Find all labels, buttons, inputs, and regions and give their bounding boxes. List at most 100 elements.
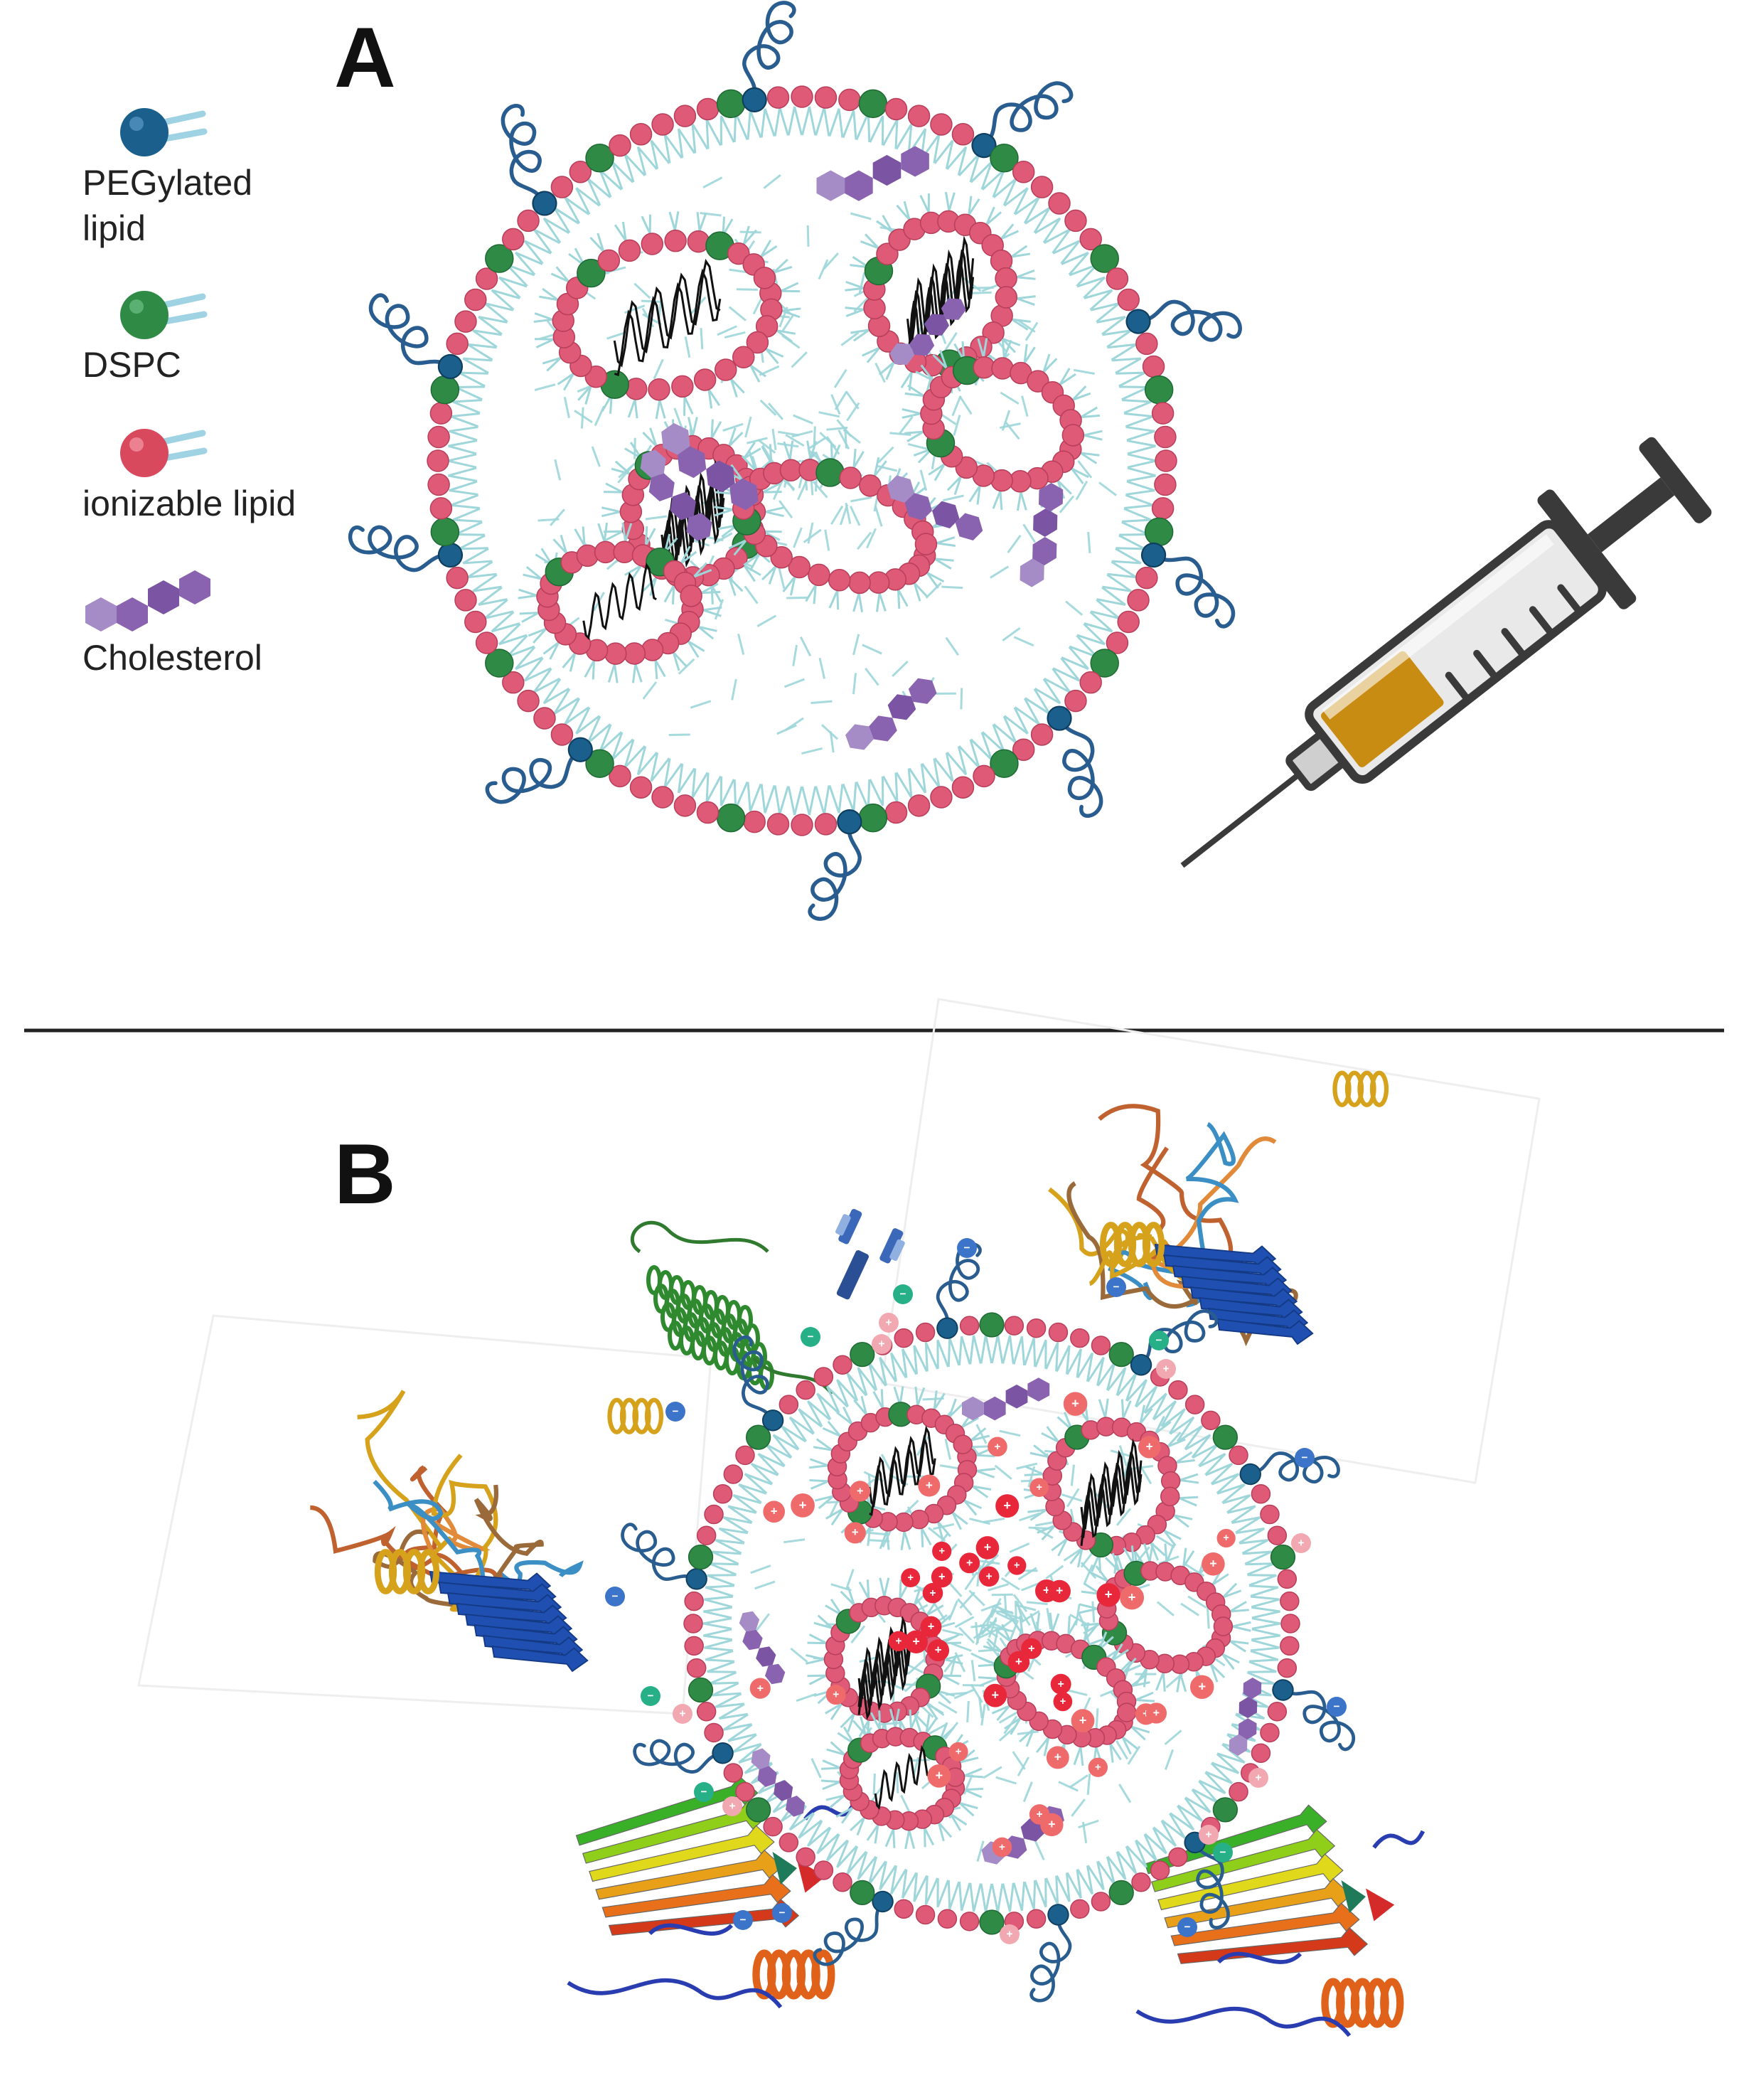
lipid-tail	[961, 1592, 975, 1608]
positive-ion-symbol: +	[938, 1570, 946, 1583]
lipid-tail	[459, 548, 488, 549]
lipid-tail	[823, 1782, 840, 1789]
lipid-tail	[1251, 1587, 1278, 1596]
negative-ion: −	[1295, 1448, 1315, 1468]
positive-ion: +	[976, 1536, 1000, 1560]
lipid-tail	[704, 1599, 732, 1607]
lipid-tail	[642, 216, 650, 233]
lipid-tail	[1179, 1498, 1197, 1505]
positive-ion: +	[927, 1639, 949, 1661]
positive-ion-symbol: +	[1206, 1828, 1212, 1840]
lipid-tail	[723, 424, 743, 430]
lipid-tail	[991, 1611, 1012, 1612]
ionizable-head	[465, 289, 486, 311]
lipid-tail	[902, 1531, 904, 1550]
dspc-head	[747, 1798, 771, 1822]
ionizable-head	[430, 498, 451, 519]
dspc-head	[1145, 376, 1173, 404]
lipid-tail	[1124, 414, 1153, 417]
dspc-head	[1109, 1343, 1133, 1367]
ionizable-head	[1229, 1446, 1248, 1464]
positive-ion-symbol: +	[1015, 1655, 1022, 1668]
lipid-tail	[948, 1880, 949, 1909]
lipid-tail	[1003, 1336, 1010, 1364]
lipid-tail	[810, 1459, 828, 1466]
lipid-tail	[737, 289, 758, 290]
positive-ion-symbol: +	[1007, 1928, 1013, 1940]
lipid-tail	[1127, 441, 1155, 446]
lipid-tail	[1122, 522, 1148, 534]
lipid-tail	[1232, 1622, 1251, 1626]
lipid-tail	[538, 519, 560, 521]
pegylated-lipid-head	[1046, 1902, 1070, 1926]
ionizable-head	[952, 777, 973, 798]
lipid-tail	[703, 1636, 732, 1640]
cholesterol-molecule	[835, 674, 946, 755]
lipid-tail	[976, 1455, 995, 1456]
lipid-tail	[909, 1830, 914, 1849]
lipid-tail	[1251, 1599, 1279, 1607]
lipid-tail	[1081, 415, 1100, 417]
ionizable-head	[791, 86, 813, 107]
lipid-tail	[983, 1767, 1002, 1778]
lipid-tail	[877, 593, 879, 612]
positive-ion-symbol: +	[895, 1635, 902, 1647]
lipid-tail	[609, 664, 614, 682]
lipid-tail	[802, 787, 809, 815]
lipid-tail	[902, 409, 921, 413]
ionizable-head	[624, 643, 645, 664]
lipid-tail	[1249, 1575, 1276, 1585]
lipid-tail	[818, 412, 839, 417]
lipid-tail	[870, 116, 883, 142]
lipid-tail	[1079, 1609, 1098, 1613]
lipid-tail	[1027, 1602, 1048, 1604]
ionizable-head	[839, 89, 860, 110]
lipid-tail	[1249, 1662, 1276, 1672]
positive-ion: +	[763, 1501, 785, 1523]
lipid-tail	[714, 507, 732, 510]
lipid-tail	[1084, 435, 1102, 439]
negative-ion-symbol: −	[1113, 1281, 1120, 1293]
lipid-tail	[976, 1471, 994, 1477]
lipid-tail	[809, 787, 815, 815]
negative-ion: −	[665, 1402, 685, 1422]
lipid-tail	[822, 725, 838, 739]
lipid-tail	[1000, 393, 1019, 404]
lipid-tail	[628, 400, 635, 417]
lipid-tail	[736, 113, 748, 140]
ionizable-head	[915, 533, 936, 555]
lipid-tail	[453, 400, 482, 402]
lipid-tail	[1125, 417, 1153, 427]
lipid-tail	[938, 1340, 948, 1367]
lipid-tail	[960, 396, 971, 414]
lipid-tail	[675, 211, 678, 230]
syringe-icon	[1138, 418, 1727, 922]
ionizable-head	[724, 1465, 742, 1483]
lipid-tail	[1052, 1614, 1059, 1631]
lipid-tail	[816, 787, 825, 814]
negative-ion-symbol: −	[612, 1590, 619, 1602]
lipid-tail	[1035, 1340, 1046, 1367]
lipid-tail	[1000, 491, 1002, 510]
ionizable-head	[1186, 1395, 1204, 1414]
ionizable-head	[864, 297, 885, 319]
ionizable-head	[672, 375, 693, 397]
lipid-tail	[850, 506, 860, 526]
ionizable-head	[631, 777, 652, 798]
lipid-tail	[1128, 468, 1156, 476]
negative-ion-symbol: −	[740, 1914, 747, 1926]
lipid-tail	[646, 516, 667, 519]
peg-chain	[1236, 1425, 1342, 1517]
positive-ion: +	[1051, 1674, 1071, 1695]
lipid-tail	[946, 1439, 951, 1459]
ionizable-head	[991, 470, 1012, 491]
lipid-tail	[1116, 548, 1145, 549]
ionizable-head	[714, 1485, 732, 1503]
legend: PEGylated lipid DSPC ionizable lipid	[82, 108, 296, 678]
ionizable-head	[1202, 1411, 1220, 1429]
positive-ion: +	[1029, 1804, 1050, 1825]
lipid-tail	[601, 512, 620, 516]
lipid-tail	[821, 1781, 840, 1782]
ionizable-head	[1071, 1899, 1089, 1918]
lipid-tail	[857, 533, 871, 549]
